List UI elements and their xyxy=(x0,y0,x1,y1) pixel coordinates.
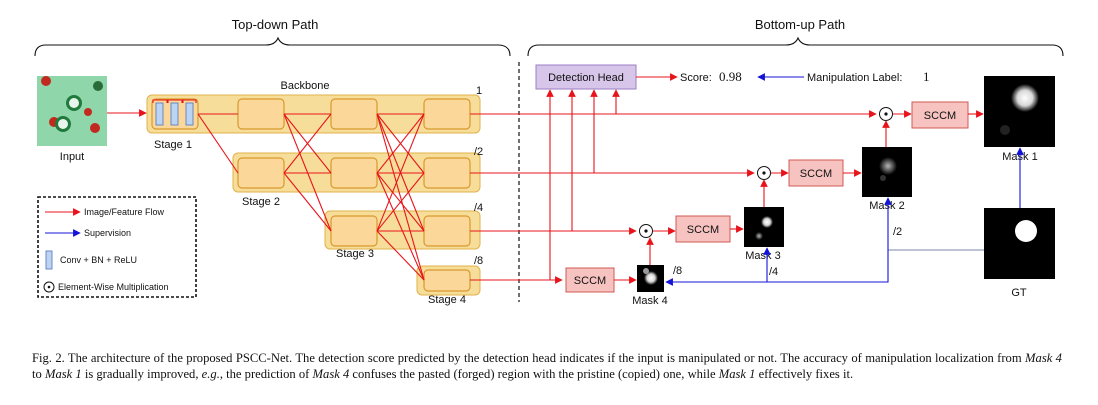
legend-conv-label: Conv + BN + ReLU xyxy=(60,255,137,265)
caption-mask4b: Mask 4 xyxy=(312,367,350,381)
multiply-node-1 xyxy=(879,107,893,121)
sccm-label-4: SCCM xyxy=(574,275,606,287)
bottom-up-flows xyxy=(614,110,984,284)
scale-label-8: /8 xyxy=(474,255,483,267)
scale-label-4: /4 xyxy=(474,202,483,214)
supervision-flows xyxy=(665,147,1024,286)
score-value: 0.98 xyxy=(719,69,742,84)
mask-3-image xyxy=(744,207,784,247)
manipulation-label-value: 1 xyxy=(923,69,930,84)
mask-4-image xyxy=(637,265,664,292)
sccm-block-3: SCCM xyxy=(675,215,731,243)
bottom-up-header: Bottom-up Path xyxy=(755,17,845,32)
backbone-label: Backbone xyxy=(281,80,330,92)
input-label: Input xyxy=(60,151,84,163)
gt-image xyxy=(984,208,1055,279)
mask-4-label: Mask 4 xyxy=(632,295,667,307)
input-image xyxy=(37,76,107,146)
legend-box xyxy=(37,196,197,298)
caption-suffix: effectively fixes it. xyxy=(755,367,854,381)
mask-1-image xyxy=(984,76,1055,147)
sccm-label-1: SCCM xyxy=(924,110,956,122)
mask-2-label: Mask 2 xyxy=(869,200,904,212)
backbone-cells xyxy=(237,98,471,292)
scale-label-1: 1 xyxy=(476,85,482,97)
top-down-header: Top-down Path xyxy=(232,17,319,32)
manipulation-label-prefix: Manipulation Label: xyxy=(807,72,902,84)
sccm-block-1: SCCM xyxy=(911,101,969,129)
caption-prefix: Fig. 2. The architecture of the proposed… xyxy=(32,351,1026,365)
figure-caption: Fig. 2. The architecture of the proposed… xyxy=(32,350,1062,382)
caption-middle: is gradually improved, xyxy=(81,367,202,381)
supervision-scale-4: /4 xyxy=(769,266,778,278)
sccm-block-4: SCCM xyxy=(565,267,615,293)
caption-mask4: Mask 4 xyxy=(1025,351,1062,365)
multiply-node-2 xyxy=(757,166,771,180)
stage-3-label: Stage 3 xyxy=(336,248,374,260)
detection-head-box xyxy=(535,64,637,90)
legend-mult-label: Element-Wise Multiplication xyxy=(58,282,169,292)
detection-head-label: Detection Head xyxy=(548,72,624,84)
gt-label: GT xyxy=(1011,287,1027,299)
legend-conv-icon xyxy=(45,250,53,270)
stage-4-label: Stage 4 xyxy=(428,294,466,306)
supervision-scale-2: /2 xyxy=(893,226,902,238)
sccm-label-2: SCCM xyxy=(800,168,832,180)
supervision-scale-8: /8 xyxy=(673,265,682,277)
legend-mult-icon xyxy=(43,281,55,293)
stage-2-label: Stage 2 xyxy=(242,196,280,208)
multiply-node-3 xyxy=(639,224,653,238)
caption-middle2: , the prediction of xyxy=(219,367,313,381)
stage-1-label: Stage 1 xyxy=(154,139,192,151)
score-prefix: Score: xyxy=(680,72,712,84)
feature-flows xyxy=(470,89,877,284)
sccm-label-3: SCCM xyxy=(687,224,719,236)
caption-mask1b: Mask 1 xyxy=(718,367,756,381)
backbone-connections xyxy=(197,113,425,281)
sccm-block-2: SCCM xyxy=(788,159,844,187)
caption-to: to xyxy=(32,367,45,381)
caption-middle3: confuses the pasted (forged) region with… xyxy=(349,367,719,381)
bottom-up-brace xyxy=(527,36,1064,57)
legend-flow-label: Image/Feature Flow xyxy=(84,207,165,217)
mask-3-label: Mask 3 xyxy=(745,250,780,262)
mask-2-image xyxy=(862,147,912,197)
caption-mask1: Mask 1 xyxy=(44,367,82,381)
top-down-brace xyxy=(34,36,511,57)
caption-eg: e.g. xyxy=(201,367,220,381)
legend-supervision-label: Supervision xyxy=(84,228,131,238)
conv-block xyxy=(151,98,199,130)
scale-label-2: /2 xyxy=(474,146,483,158)
